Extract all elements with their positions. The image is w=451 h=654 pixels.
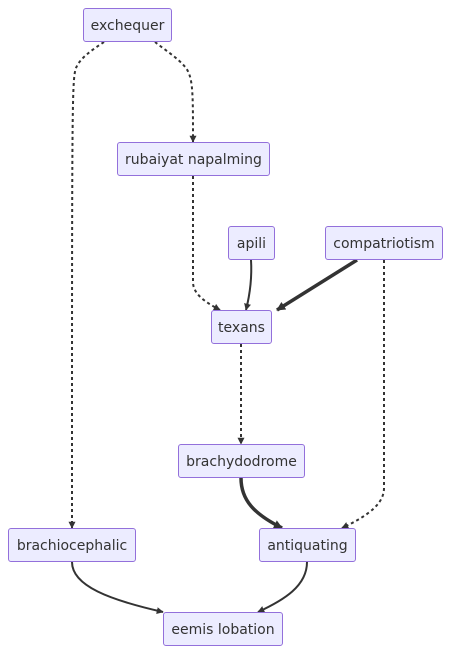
edge-antiquating-to-eemis-lobation (257, 561, 308, 613)
node-eemis-lobation[interactable]: eemis lobation (163, 612, 283, 646)
node-brachydodrome[interactable]: brachydodrome (178, 444, 305, 478)
node-brachiocephalic[interactable]: brachiocephalic (8, 528, 136, 562)
edge-apili-to-texans (244, 259, 253, 311)
node-antiquating[interactable]: antiquating (259, 528, 356, 562)
node-compatriotism[interactable]: compatriotism (325, 226, 443, 260)
edge-compatriotism-to-antiquating (341, 260, 385, 529)
node-texans[interactable]: texans (211, 310, 272, 344)
edge-exchequer-to-brachiocephalic (68, 41, 105, 529)
node-rubaiyat-napalming[interactable]: rubaiyat napalming (117, 142, 270, 176)
node-exchequer[interactable]: exchequer (83, 8, 172, 42)
edge-compatriotism-to-texans (276, 258, 358, 312)
edge-brachiocephalic-to-eemis-lobation (71, 561, 164, 615)
edge-rubaiyat-napalming-to-texans (192, 176, 221, 311)
edge-exchequer-to-rubaiyat-napalming (154, 41, 197, 143)
node-apili[interactable]: apili (228, 226, 275, 260)
edge-brachydodrome-to-antiquating (239, 477, 283, 530)
